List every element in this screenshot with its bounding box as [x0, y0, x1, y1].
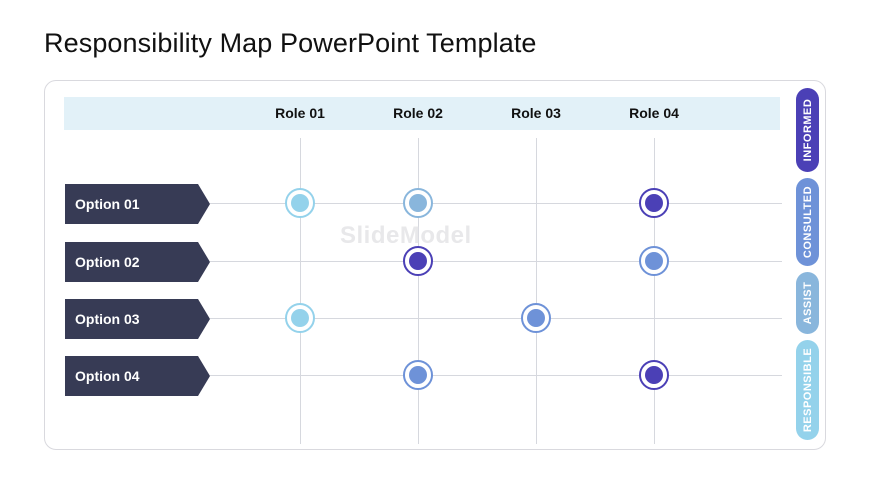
- role-header-4: Role 04: [629, 105, 679, 121]
- legend-responsible-label: RESPONSIBLE: [801, 347, 814, 433]
- legend-consulted: CONSULTED: [796, 178, 819, 266]
- legend-assist-label: ASSIST: [801, 281, 814, 325]
- matrix-marker-dot: [409, 194, 427, 212]
- legend-responsible: RESPONSIBLE: [796, 340, 819, 440]
- option-gridline-1: [210, 203, 782, 204]
- option-label-2: Option 02: [65, 242, 210, 282]
- matrix-marker-informed: [403, 246, 433, 276]
- matrix-marker-dot: [409, 366, 427, 384]
- role-header-1: Role 01: [275, 105, 325, 121]
- matrix-marker-dot: [291, 194, 309, 212]
- legend-informed-label: INFORMED: [801, 98, 814, 162]
- option-gridline-3: [210, 318, 782, 319]
- page-title: Responsibility Map PowerPoint Template: [44, 28, 537, 58]
- role-header-3: Role 03: [511, 105, 561, 121]
- matrix-marker-dot: [645, 366, 663, 384]
- matrix-marker-dot: [291, 309, 309, 327]
- role-gridline-3: [536, 138, 537, 444]
- option-gridline-4: [210, 375, 782, 376]
- matrix-marker-consulted: [639, 246, 669, 276]
- option-label-3: Option 03: [65, 299, 210, 339]
- legend-assist: ASSIST: [796, 272, 819, 334]
- matrix-marker-responsible: [285, 188, 315, 218]
- matrix-marker-dot: [527, 309, 545, 327]
- role-gridline-2: [418, 138, 419, 444]
- matrix-marker-dot: [409, 252, 427, 270]
- matrix-marker-informed: [639, 360, 669, 390]
- role-header-bar: [64, 97, 780, 130]
- option-gridline-2: [210, 261, 782, 262]
- role-gridline-4: [654, 138, 655, 444]
- watermark: SlideModel: [340, 222, 472, 249]
- option-label-4: Option 04: [65, 356, 210, 396]
- matrix-marker-consulted: [521, 303, 551, 333]
- matrix-marker-dot: [645, 252, 663, 270]
- matrix-marker-consulted: [403, 360, 433, 390]
- role-gridline-1: [300, 138, 301, 444]
- matrix-marker-responsible: [285, 303, 315, 333]
- matrix-marker-informed: [639, 188, 669, 218]
- matrix-marker-assist: [403, 188, 433, 218]
- legend-informed: INFORMED: [796, 88, 819, 172]
- legend-consulted-label: CONSULTED: [801, 185, 814, 259]
- option-label-1: Option 01: [65, 184, 210, 224]
- role-header-2: Role 02: [393, 105, 443, 121]
- matrix-marker-dot: [645, 194, 663, 212]
